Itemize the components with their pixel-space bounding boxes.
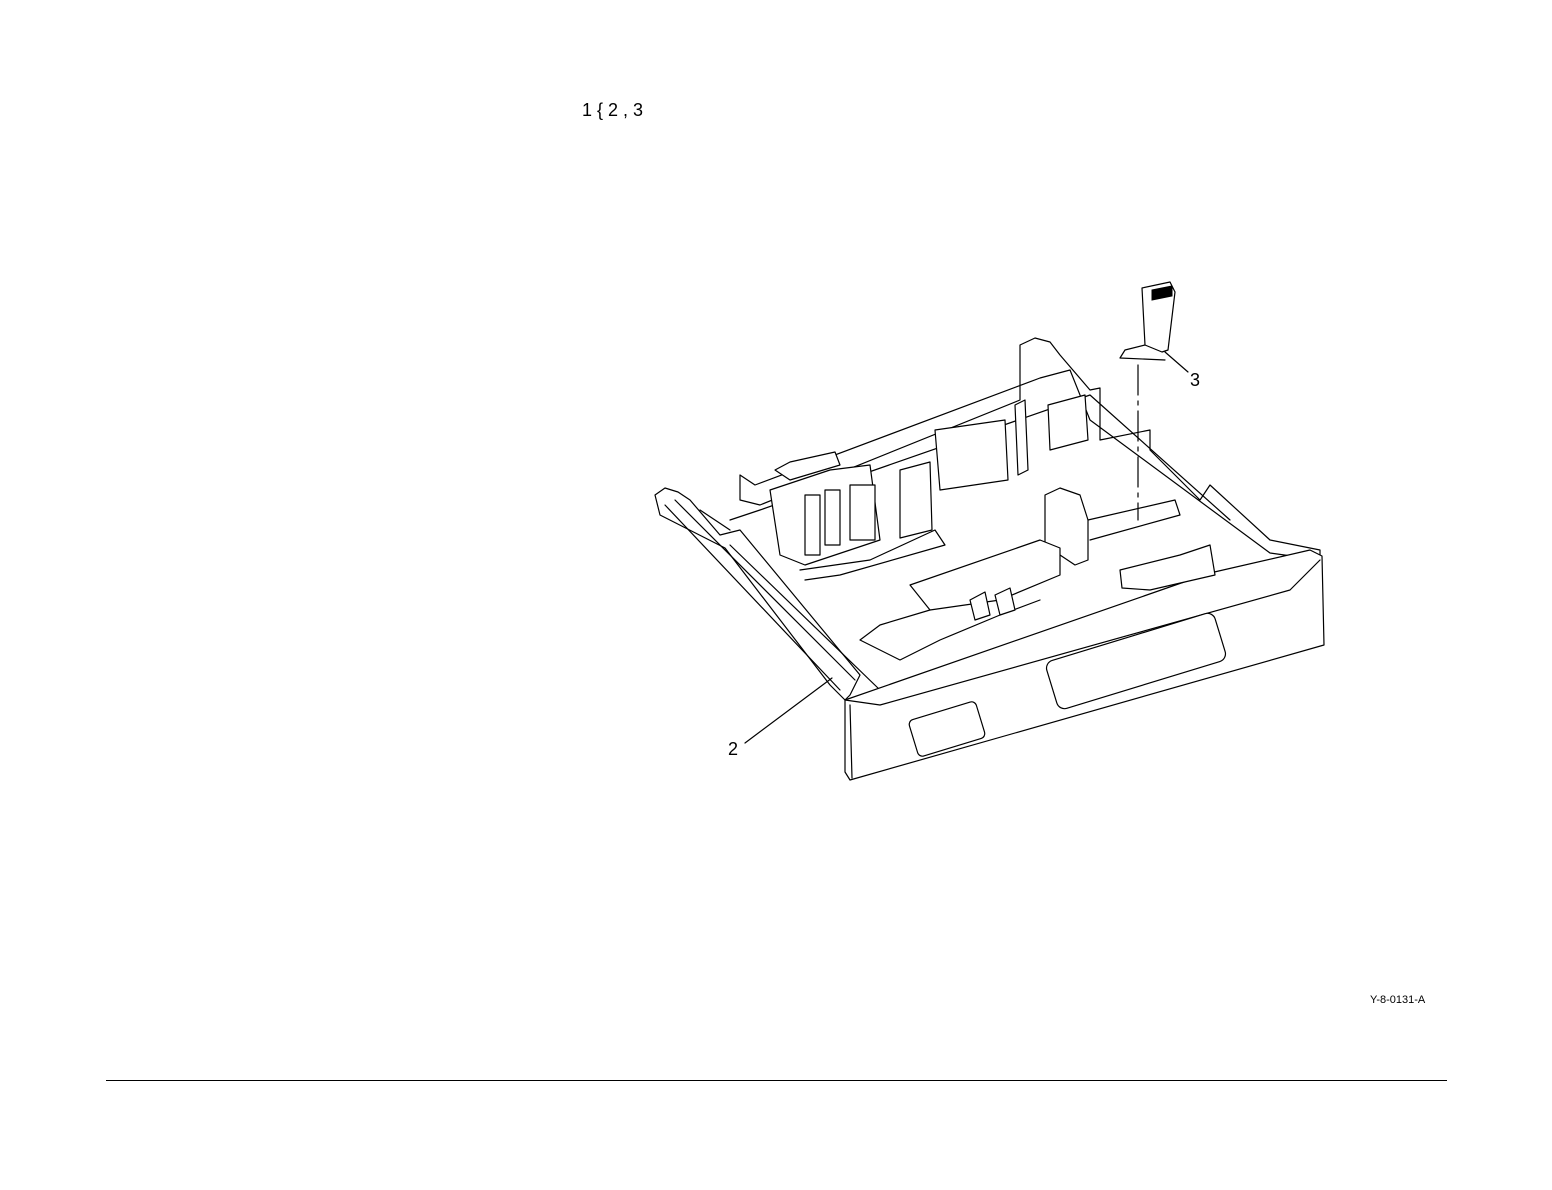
end-guide <box>770 452 945 580</box>
footer-rule <box>106 1080 1447 1081</box>
paper-tray <box>655 338 1324 780</box>
callout-3-label: 3 <box>1190 370 1200 390</box>
callout-2-label: 2 <box>728 739 738 759</box>
part-3-guide-clip <box>1120 282 1175 360</box>
callout-3-leader <box>1165 352 1188 372</box>
drawing-id: Y-8-0131-A <box>1370 995 1425 1006</box>
callout-2-leader <box>745 678 832 743</box>
